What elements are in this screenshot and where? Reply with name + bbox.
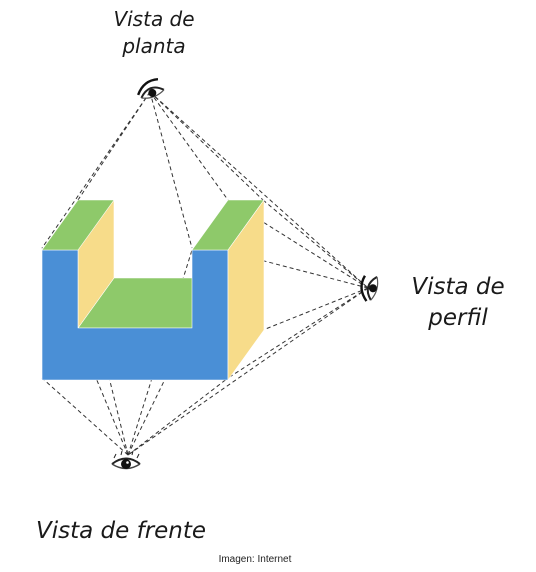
- u-shaped-solid: [41, 199, 265, 381]
- projection-line: [262, 287, 369, 331]
- front-eye-icon: [111, 450, 141, 470]
- projection-line: [149, 91, 193, 249]
- left-arm-top-face: [41, 199, 115, 251]
- side-view-label: Vista de perfil: [398, 272, 518, 334]
- side-eye-icon: [360, 275, 379, 302]
- projection-line: [127, 377, 229, 456]
- top-eye-icon: [137, 77, 165, 99]
- projection-line: [149, 91, 264, 201]
- projection-line: [41, 377, 129, 456]
- projection-line: [149, 91, 229, 201]
- front-view-label: Vista de frente: [36, 518, 207, 544]
- top-view-label-line2: planta: [122, 34, 186, 58]
- projection-line: [77, 91, 151, 201]
- projection-line: [41, 91, 151, 249]
- top-view-label: Vista de planta: [98, 6, 210, 60]
- image-credit: Imagen: Internet: [218, 554, 292, 565]
- side-view-label-line2: perfil: [428, 305, 488, 332]
- top-view-label-line1: Vista de: [113, 7, 195, 31]
- projection-line: [262, 199, 369, 289]
- right-side-face: [227, 199, 265, 381]
- side-view-label-line1: Vista de: [411, 274, 505, 300]
